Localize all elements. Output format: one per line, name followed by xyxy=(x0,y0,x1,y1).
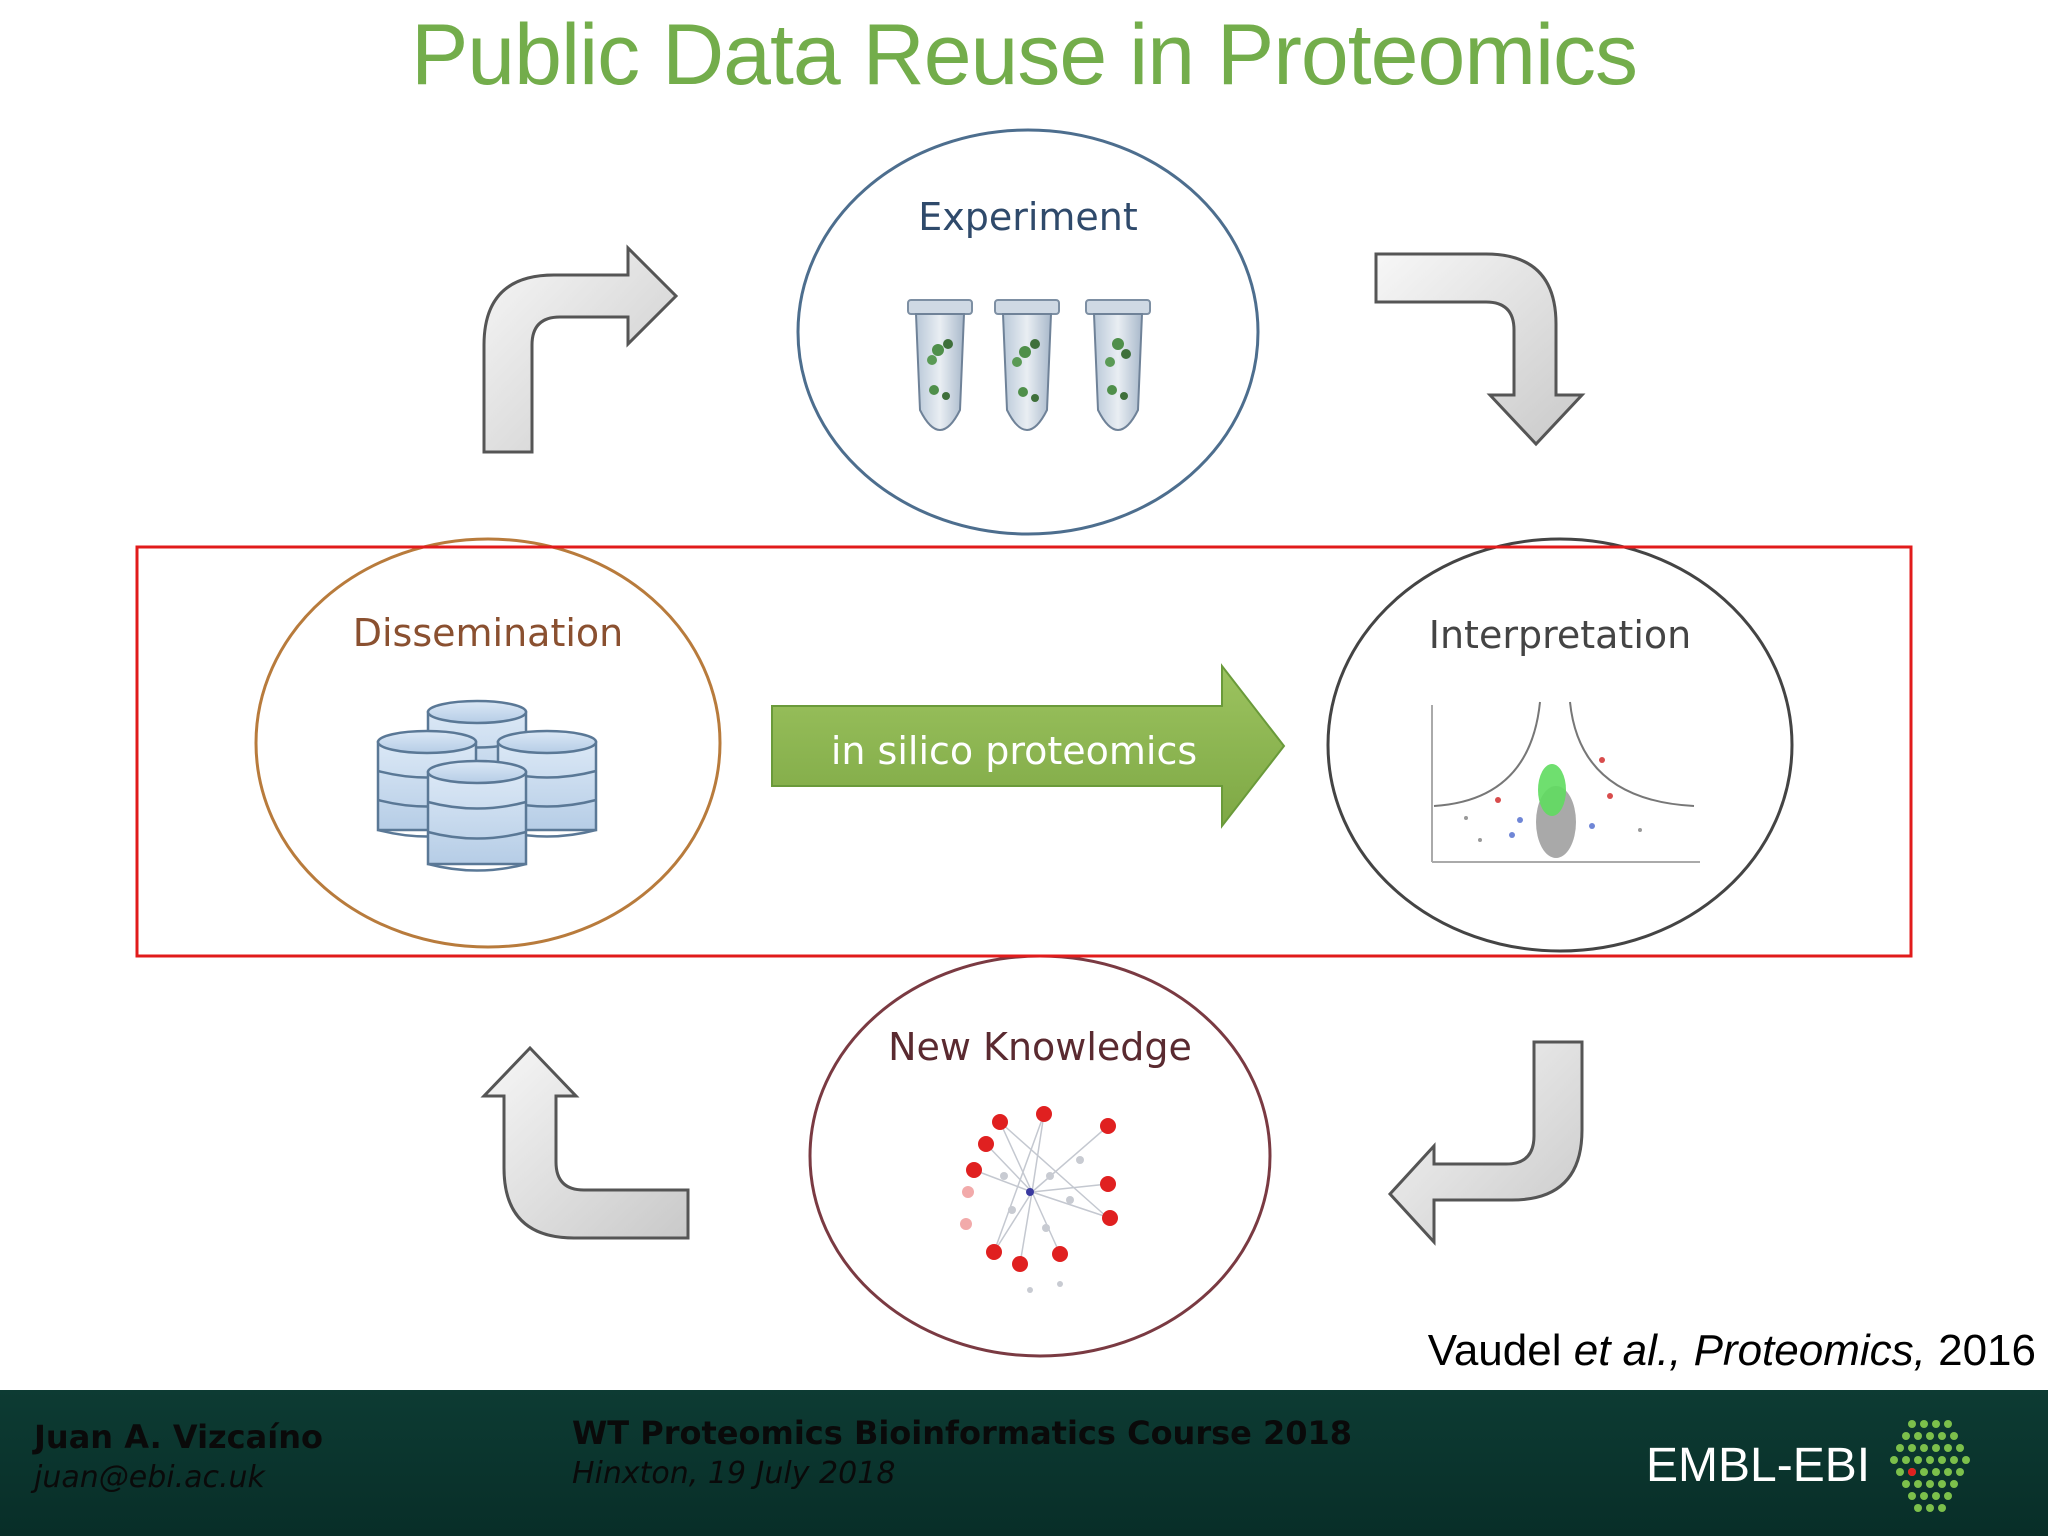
citation: Vaudel et al., Proteomics, 2016 xyxy=(1428,1326,2036,1376)
citation-journal: Proteomics, xyxy=(1693,1326,1926,1375)
experiment-label: Experiment xyxy=(918,195,1138,239)
interpretation-label: Interpretation xyxy=(1429,613,1691,657)
new-knowledge-node xyxy=(808,954,1272,1358)
network-graph-icon xyxy=(960,1106,1118,1293)
highlight-box xyxy=(135,545,1913,958)
presenter-name: Juan A. Vizcaíno xyxy=(34,1418,323,1456)
cycle-arrow-top-left xyxy=(482,244,679,454)
course-title: WT Proteomics Bioinformatics Course 2018 xyxy=(572,1414,1353,1452)
cycle-arrow-top-right xyxy=(1374,252,1586,447)
slide-footer: Juan A. Vizcaíno juan@ebi.ac.uk WT Prote… xyxy=(0,1390,2048,1536)
citation-etal: et al., xyxy=(1573,1326,1682,1375)
interpretation-node xyxy=(1326,537,1794,953)
embl-ebi-logo-text: EMBL-EBI xyxy=(1646,1439,1871,1492)
citation-authors: Vaudel xyxy=(1427,1326,1562,1375)
in-silico-arrow-label: in silico proteomics xyxy=(831,729,1197,773)
embl-ebi-logo-icon xyxy=(1890,1420,1970,1512)
citation-year: 2016 xyxy=(1938,1326,2036,1375)
cycle-arrow-bottom-right xyxy=(1387,1040,1584,1246)
new-knowledge-label: New Knowledge xyxy=(888,1025,1192,1069)
database-icon xyxy=(376,699,598,872)
volcano-plot-icon xyxy=(1431,701,1700,863)
dissemination-label: Dissemination xyxy=(353,611,624,655)
data-reuse-cycle-diagram: Experiment Dissemination xyxy=(135,128,1913,1358)
slide-title: Public Data Reuse in Proteomics xyxy=(410,7,1638,103)
course-place-date: Hinxton, 19 July 2018 xyxy=(572,1456,896,1491)
presenter-email: juan@ebi.ac.uk xyxy=(34,1460,265,1495)
cycle-arrow-bottom-left xyxy=(480,1045,690,1240)
in-silico-arrow xyxy=(771,663,1286,829)
test-tubes-icon xyxy=(907,299,1151,431)
